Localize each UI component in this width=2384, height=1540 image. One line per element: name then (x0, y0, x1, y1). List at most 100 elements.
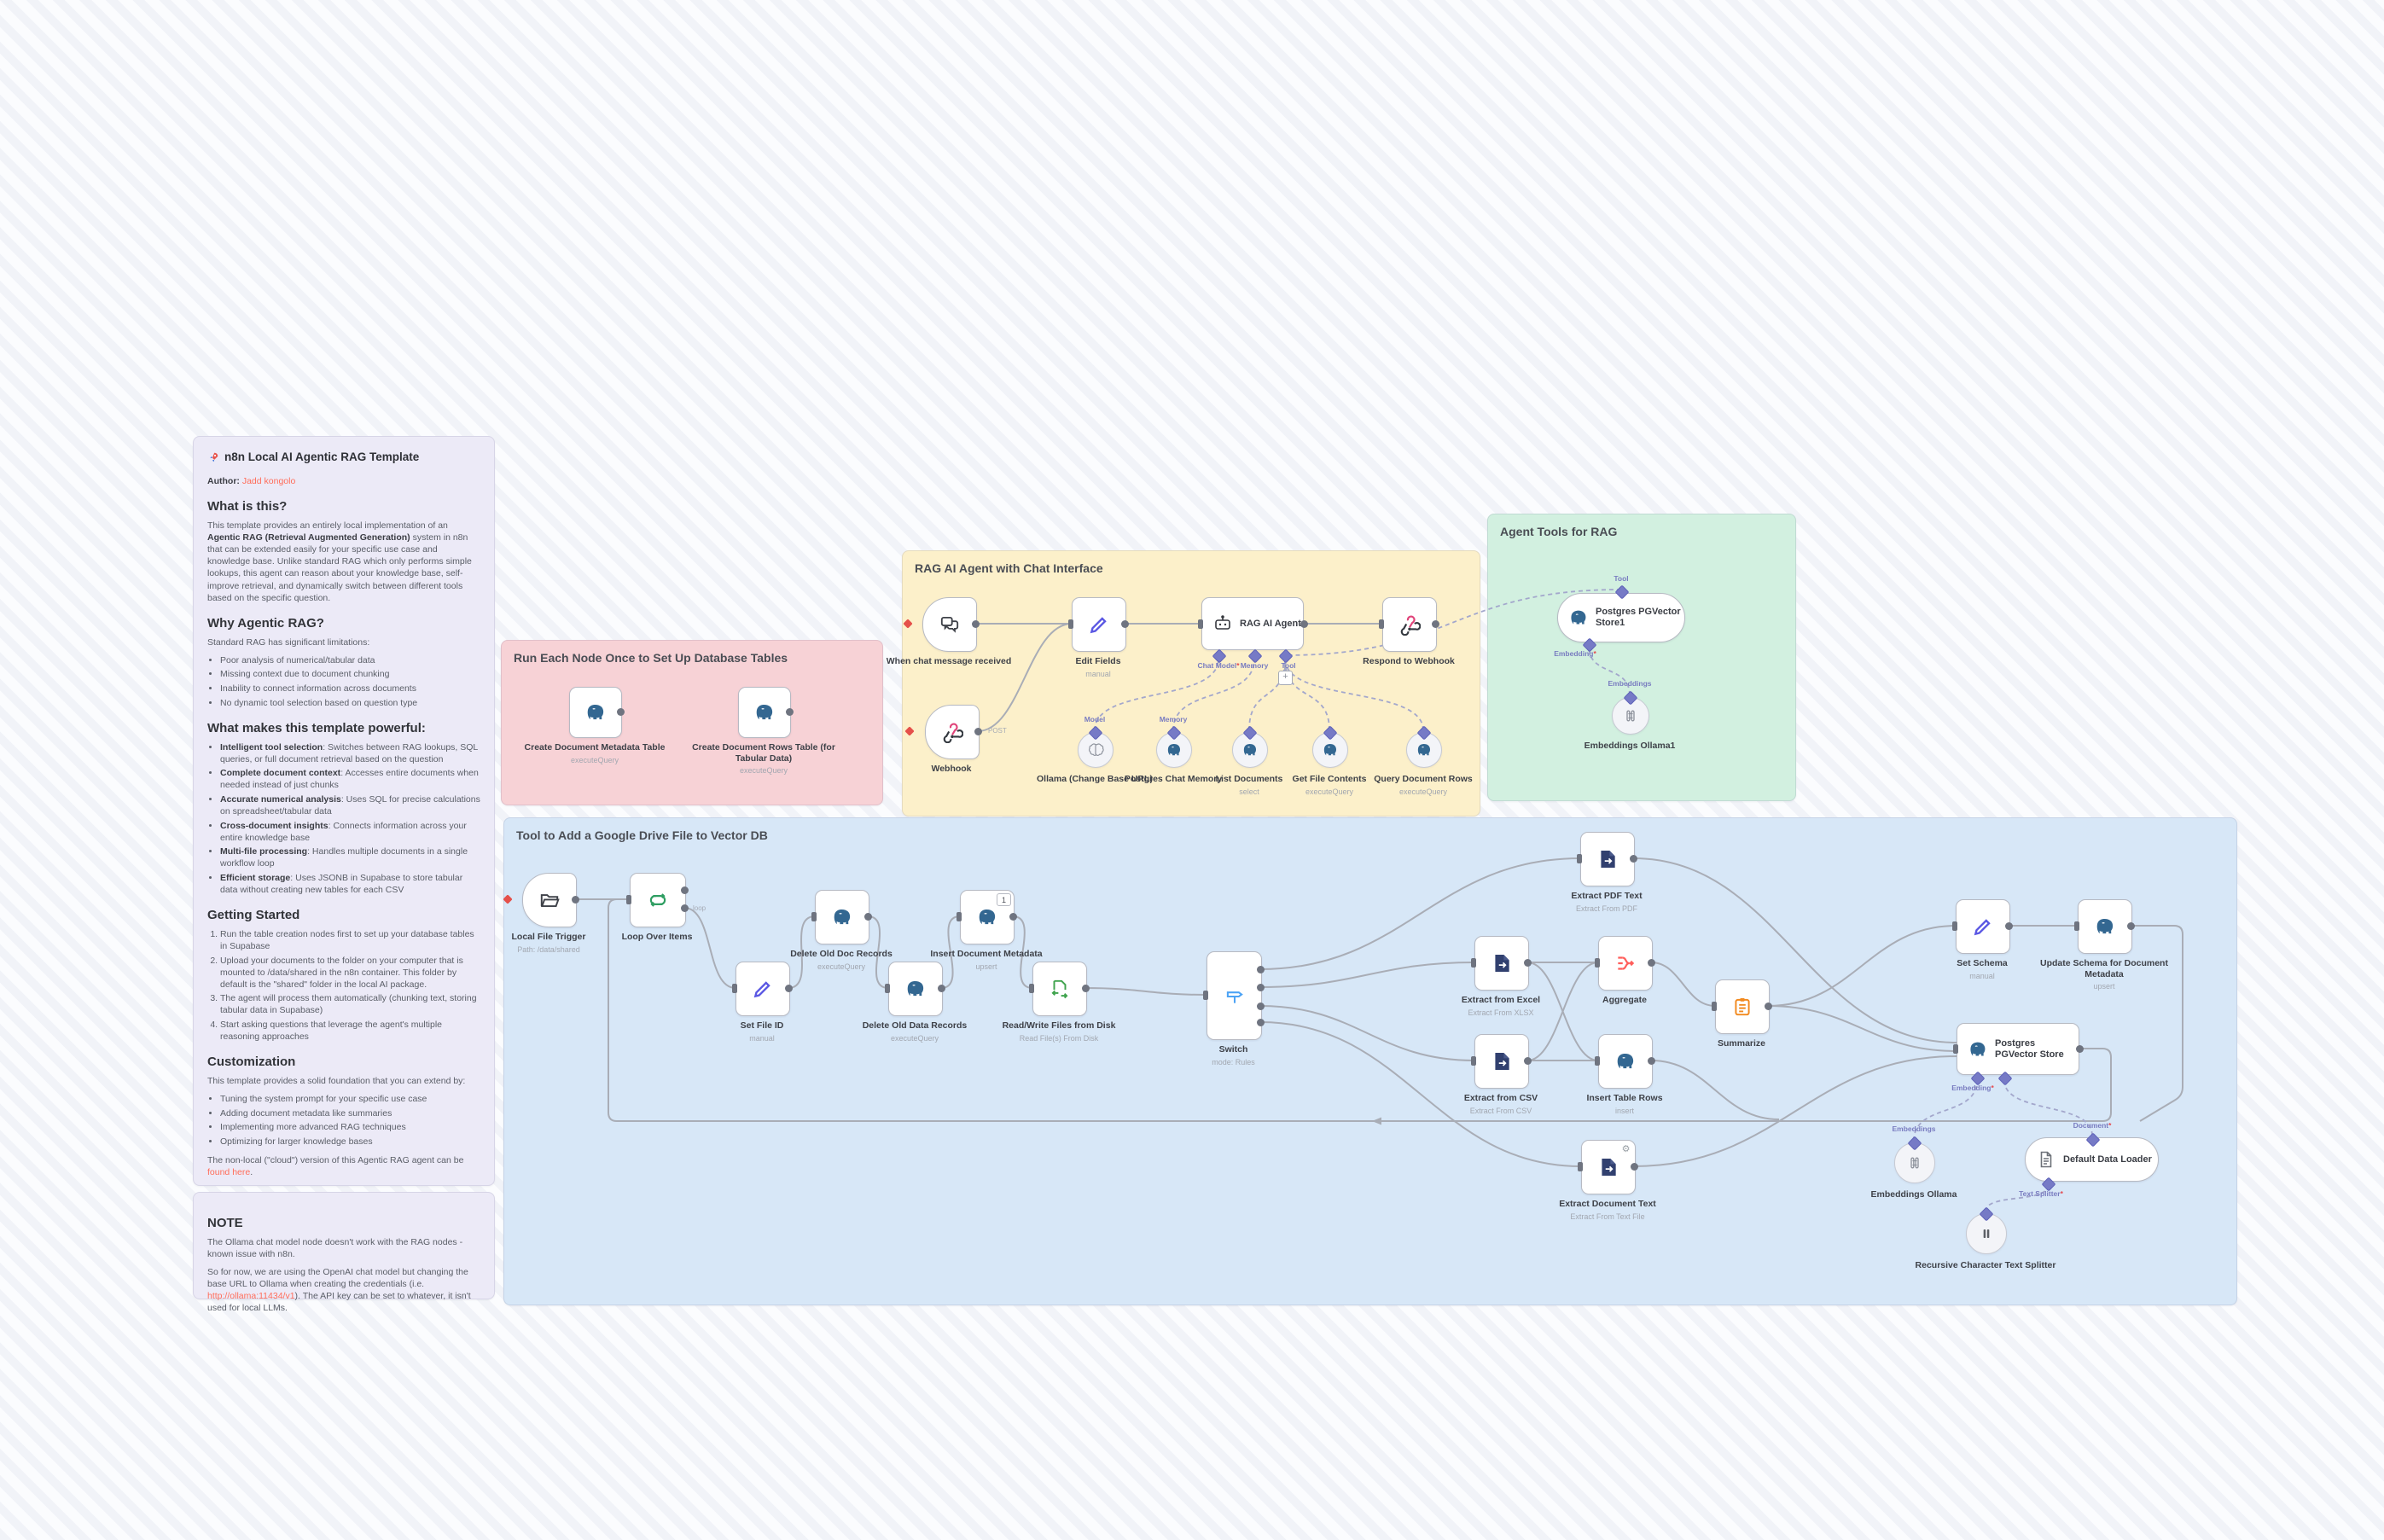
webhook[interactable] (925, 705, 980, 759)
input-port[interactable] (1379, 619, 1384, 629)
sticky-note-rag-agent-chat[interactable]: RAG AI Agent with Chat Interface (902, 550, 1480, 816)
input-port[interactable] (885, 983, 890, 993)
postgres-pgvector-store[interactable]: Postgres PGVector Store (1957, 1023, 2079, 1075)
node-name: Delete Old Data Records (862, 1020, 968, 1031)
robot-icon (1212, 613, 1233, 634)
ollama-chat-model[interactable] (1078, 732, 1114, 768)
output-port[interactable] (971, 619, 980, 628)
input-port[interactable] (732, 983, 737, 993)
output-port[interactable] (1523, 1056, 1532, 1065)
output-port[interactable] (1120, 619, 1129, 628)
output-port[interactable] (1256, 1018, 1265, 1026)
node-name: Ollama (Change Base URL) (1037, 774, 1153, 784)
input-port[interactable] (1712, 1001, 1717, 1011)
output-port[interactable] (1300, 619, 1308, 628)
create-document-metadata-table[interactable] (569, 687, 622, 738)
input-port[interactable] (1203, 990, 1208, 1000)
when-chat-message-received[interactable] (922, 597, 977, 652)
output-port[interactable] (785, 707, 794, 716)
input-port[interactable] (1595, 957, 1600, 968)
read-write-files-from-disk[interactable] (1032, 962, 1087, 1016)
summarize[interactable] (1715, 979, 1770, 1034)
output-port[interactable] (1256, 965, 1265, 973)
output-port[interactable] (680, 886, 689, 894)
output-port[interactable] (1647, 1056, 1655, 1065)
rag-ai-agent[interactable]: RAG AI Agent (1201, 597, 1304, 650)
input-port[interactable] (1595, 1055, 1600, 1066)
create-document-rows-table[interactable] (738, 687, 791, 738)
input-port[interactable] (1068, 619, 1073, 629)
set-schema[interactable] (1956, 899, 2010, 954)
node-name: Postgres PGVector Store1 (1596, 607, 1681, 628)
output-port[interactable] (937, 984, 945, 992)
output-port[interactable] (1523, 958, 1532, 967)
extract-document-text[interactable]: ⚙ (1581, 1140, 1636, 1194)
sticky-note-agent-tools[interactable]: Agent Tools for RAG (1487, 514, 1796, 801)
input-port[interactable] (2074, 921, 2079, 931)
output-port[interactable] (571, 895, 579, 904)
note-paragraph: Standard RAG has significant limitations… (207, 636, 480, 648)
note-link[interactable]: http://ollama:11434/v1 (207, 1291, 295, 1302)
output-port[interactable] (616, 707, 625, 716)
input-port[interactable] (1029, 983, 1034, 993)
note-text: Optimizing for larger knowledge bases (220, 1136, 373, 1147)
set-file-id[interactable] (736, 962, 790, 1016)
local-file-trigger[interactable] (522, 873, 577, 927)
extract-from-excel[interactable] (1474, 936, 1529, 991)
input-port[interactable] (957, 911, 962, 921)
extract-from-csv[interactable] (1474, 1034, 1529, 1089)
input-port[interactable] (1952, 921, 1957, 931)
note-link[interactable]: found here (207, 1167, 251, 1178)
node-name: Insert Table Rows (1586, 1093, 1663, 1103)
output-port[interactable] (1630, 1162, 1638, 1171)
aggregate[interactable] (1598, 936, 1653, 991)
sticky-note-vector-db-tool[interactable]: Tool to Add a Google Drive File to Vecto… (503, 817, 2237, 1305)
edit-fields[interactable] (1072, 597, 1126, 652)
output-port[interactable] (1256, 983, 1265, 991)
output-port[interactable] (1081, 984, 1090, 992)
output-port[interactable] (784, 984, 793, 992)
output-port[interactable] (1629, 854, 1637, 863)
output-port[interactable] (863, 912, 872, 921)
node-subtitle: Path: /data/shared (517, 944, 580, 954)
input-port[interactable] (1577, 853, 1582, 863)
sticky-note-setup-tables[interactable]: Run Each Node Once to Set Up Database Ta… (501, 640, 883, 805)
output-port[interactable] (974, 727, 982, 735)
postgres-icon (1416, 741, 1433, 758)
output-port[interactable] (1764, 1002, 1772, 1010)
respond-to-webhook[interactable] (1382, 597, 1437, 652)
switch[interactable] (1207, 951, 1262, 1040)
output-port[interactable] (2075, 1045, 2084, 1053)
extract-pdf-text[interactable] (1580, 832, 1635, 886)
connection-wire (1259, 857, 1581, 970)
output-port[interactable] (1647, 958, 1655, 967)
postgres-pgvector-store1[interactable]: Postgres PGVector Store1 (1557, 593, 1685, 642)
note-text-bold: Author: (207, 476, 242, 487)
input-port[interactable] (626, 894, 631, 904)
output-port[interactable] (1431, 619, 1439, 628)
output-port[interactable] (2004, 921, 2013, 930)
input-port[interactable] (1471, 1055, 1476, 1066)
input-port[interactable] (1578, 1161, 1583, 1171)
output-port[interactable] (1256, 1002, 1265, 1010)
input-port[interactable] (1953, 1044, 1958, 1054)
output-port[interactable] (2126, 921, 2135, 930)
output-port[interactable] (680, 904, 689, 912)
loop-over-items[interactable] (630, 873, 686, 927)
output-port[interactable] (1009, 912, 1017, 921)
insert-table-rows[interactable] (1598, 1034, 1653, 1089)
update-schema-for-document-metadata[interactable] (2078, 899, 2132, 954)
input-port[interactable] (1198, 619, 1203, 629)
folder-icon (538, 889, 561, 911)
input-port[interactable] (811, 911, 817, 921)
note-link[interactable]: Jadd kongolo (241, 476, 296, 487)
add-tool-button[interactable]: + (1278, 671, 1293, 685)
insert-document-metadata[interactable]: 1 (960, 890, 1015, 944)
input-port[interactable] (1471, 957, 1476, 968)
delete-old-doc-records[interactable] (815, 890, 869, 944)
